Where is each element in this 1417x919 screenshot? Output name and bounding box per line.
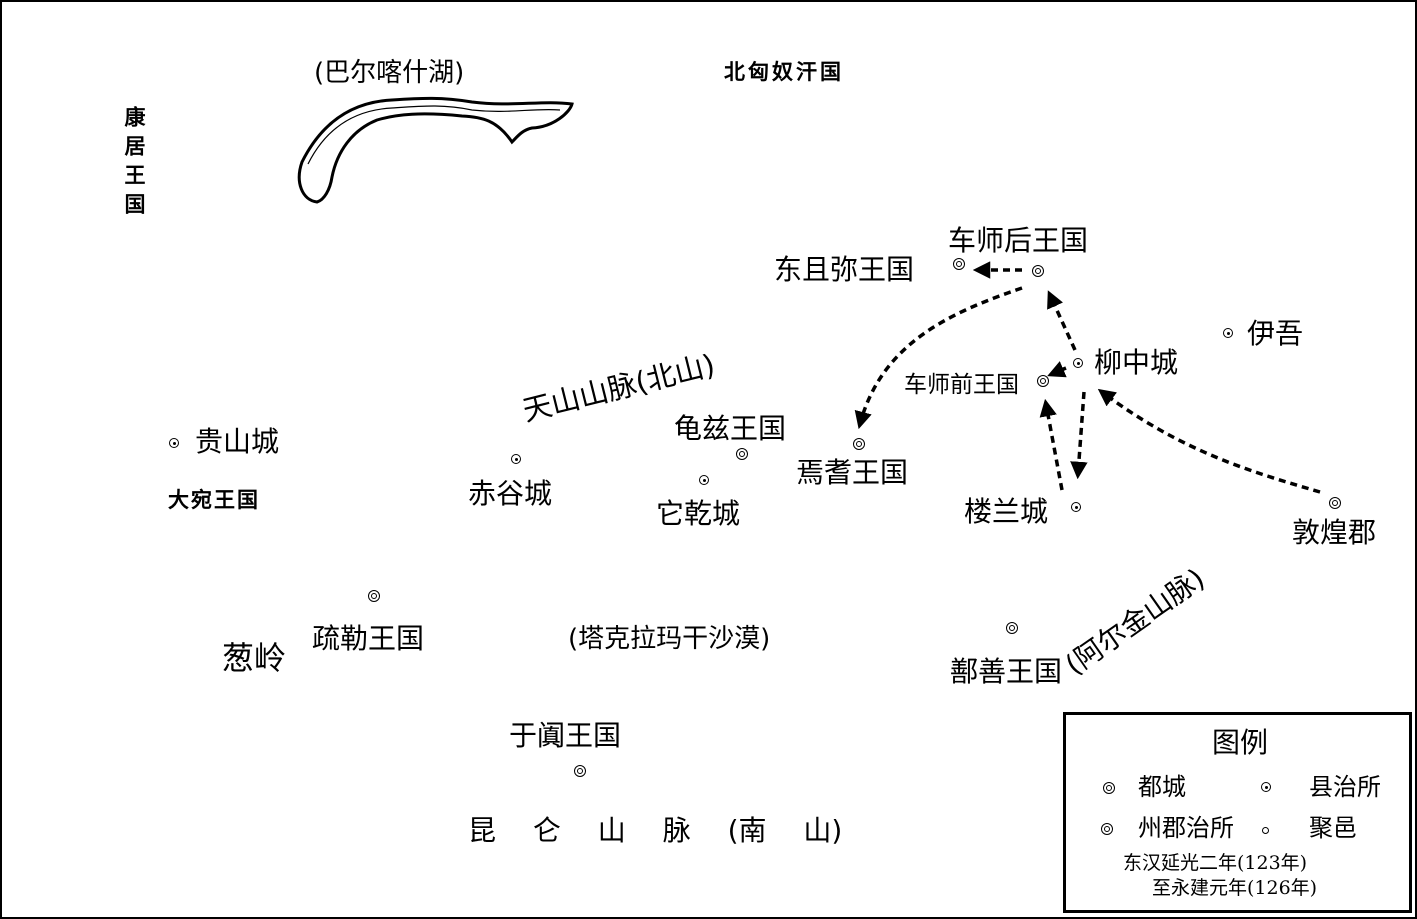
dunhuang-marker <box>1329 497 1341 509</box>
legend-capital-label: 都城 <box>1138 773 1186 801</box>
route-liuzhong-cheshihou <box>1047 290 1077 351</box>
yiwu-marker <box>1223 328 1233 338</box>
liuzhong-label: 柳中城 <box>1094 346 1179 379</box>
shanshan-label: 鄯善王国 <box>950 655 1063 688</box>
legend-prefecture-label: 州郡治所 <box>1138 814 1234 842</box>
loulan-label: 楼兰城 <box>964 495 1049 528</box>
legend-period-line1: 东汉延光二年(123年) <box>1123 852 1308 874</box>
guishan-marker <box>169 438 179 448</box>
yanqi-marker <box>853 438 865 450</box>
route-liuzhong-loulan <box>1070 391 1088 480</box>
qiuci-marker <box>736 448 748 460</box>
route-arrows <box>854 261 1321 494</box>
tagan-label: 它乾城 <box>656 497 741 530</box>
route-loulan-cheshiqian <box>1039 398 1064 491</box>
legend-county-label: 县治所 <box>1309 773 1381 801</box>
yiwu-label: 伊吾 <box>1247 317 1304 350</box>
legend-county-icon <box>1261 782 1271 792</box>
cheshi-hou-label: 车师后王国 <box>948 224 1089 257</box>
chigu-label: 赤谷城 <box>468 477 553 510</box>
chigu-marker <box>511 454 521 464</box>
congling-label: 葱岭 <box>222 639 287 677</box>
cheshi-qian-label: 车师前王国 <box>904 372 1019 398</box>
kunlun-label: 昆 仑 山 脉 (南 山) <box>468 814 843 847</box>
route-liuzhong-cheshiqian <box>1047 361 1067 378</box>
legend-prefecture-icon <box>1101 823 1113 835</box>
dayuan-label: 大宛王国 <box>168 488 260 512</box>
shule-marker <box>368 590 380 602</box>
yutian-label: 于阗王国 <box>509 719 622 752</box>
cheshi-hou-marker <box>1032 265 1044 277</box>
yutian-marker <box>574 765 586 777</box>
yanqi-label: 焉耆王国 <box>796 456 909 489</box>
tagan-marker <box>699 475 709 485</box>
route-cheshihou-yanqi <box>854 286 1023 430</box>
dongqiemi-marker <box>953 258 965 270</box>
legend-period-line2: 至永建元年(126年) <box>1152 877 1318 899</box>
cheshi-qian-marker <box>1037 375 1049 387</box>
guishan-label: 贵山城 <box>195 425 280 458</box>
kangju-label: 康居王国 <box>122 106 146 222</box>
legend: 图例 都城 县治所 州郡治所 聚邑 东汉延光二年(123年) 至永建元年(126… <box>1063 712 1412 913</box>
lake-label: (巴尔喀什湖) <box>314 58 465 88</box>
taklamakan-label: (塔克拉玛干沙漠) <box>568 624 771 654</box>
north-xiongnu-label: 北匈奴汗国 <box>724 60 844 84</box>
lake-outline <box>297 96 574 204</box>
legend-title: 图例 <box>1212 726 1269 759</box>
shule-label: 疏勒王国 <box>312 622 425 655</box>
dunhuang-label: 敦煌郡 <box>1292 516 1377 549</box>
qiuci-label: 龟兹王国 <box>674 412 787 445</box>
dongqiemi-label: 东且弥王国 <box>774 253 915 286</box>
loulan-marker <box>1071 502 1081 512</box>
route-dunhuang-liuzhong <box>1097 388 1321 494</box>
legend-settlement-label: 聚邑 <box>1309 814 1357 842</box>
shanshan-marker <box>1006 622 1018 634</box>
legend-capital-icon <box>1103 782 1115 794</box>
legend-settlement-icon <box>1262 827 1269 834</box>
liuzhong-marker <box>1073 358 1083 368</box>
